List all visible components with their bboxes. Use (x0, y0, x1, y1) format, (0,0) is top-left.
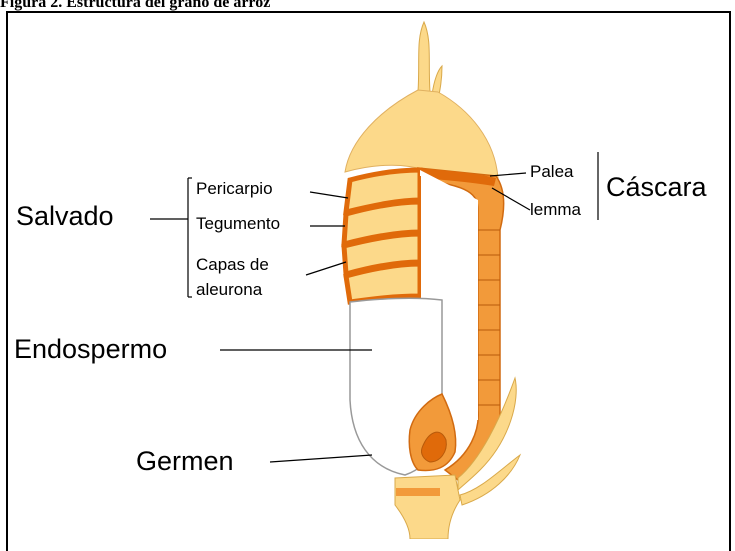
label-cascara: Cáscara (606, 173, 707, 203)
label-lemma: lemma (530, 201, 581, 220)
bran-layers (344, 170, 420, 302)
label-endospermo: Endospermo (14, 335, 167, 365)
aleurona-line (306, 262, 346, 275)
germen-line (270, 455, 372, 462)
label-germen: Germen (136, 447, 234, 477)
pericarpio-line (310, 192, 348, 198)
label-salvado: Salvado (16, 202, 114, 232)
hull-cap (345, 90, 498, 178)
label-tegumento: Tegumento (196, 215, 280, 234)
rice-grain-diagram (0, 0, 735, 539)
label-capas-line2: aleurona (196, 281, 262, 300)
label-capas-line1: Capas de (196, 256, 269, 275)
label-palea: Palea (530, 163, 573, 182)
base-stripe (396, 488, 440, 496)
awn (418, 22, 430, 92)
base-left (395, 475, 460, 539)
label-pericarpio: Pericarpio (196, 180, 273, 199)
